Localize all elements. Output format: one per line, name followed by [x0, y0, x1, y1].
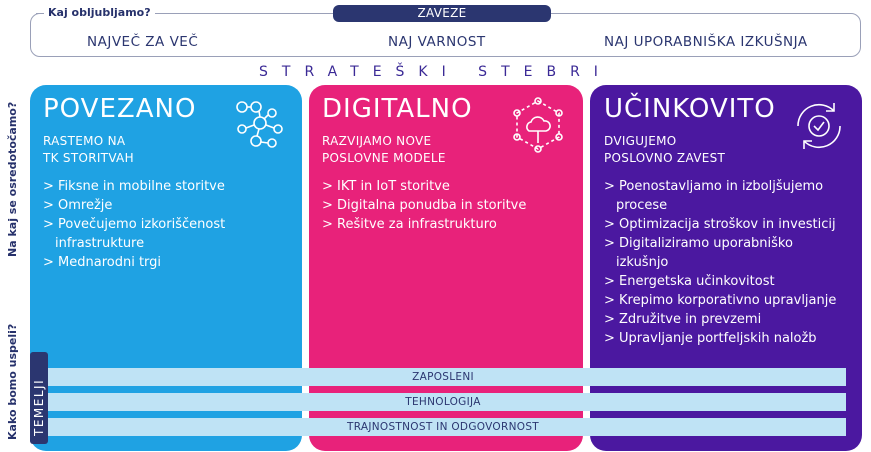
- list-item: procese: [616, 198, 668, 213]
- list-item: > Rešitve za infrastrukturo: [322, 217, 497, 232]
- commitments-question: Kaj obljubljamo?: [44, 6, 155, 19]
- foundations-label: TEMELJI: [32, 378, 46, 436]
- list-item: > Upravljanje portfeljskih naložb: [604, 331, 817, 346]
- list-item: > Združitve in prevzemi: [604, 312, 762, 327]
- list-item: > Povečujemo izkoriščenost: [43, 217, 226, 232]
- pillar-title: UČINKOVITO: [604, 94, 776, 124]
- list-item: > IKT in IoT storitve: [322, 179, 450, 194]
- pillar-items: > IKT in IoT storitve > Digitalna ponudb…: [322, 177, 572, 234]
- cloud-network-icon: [513, 97, 563, 153]
- foundation-band-technology: TEHNOLOGIJA: [40, 393, 846, 411]
- commitments-line: [36, 13, 44, 14]
- commitment-item: NAJ VARNOST: [388, 34, 486, 50]
- foundation-band-sustainability: TRAJNOSTNOST IN ODGOVORNOST: [40, 418, 846, 436]
- pillars-title: STRATEŠKI STEBRI: [259, 64, 612, 80]
- pillar-items: > Fiksne in mobilne storitve > Omrežje >…: [43, 177, 293, 272]
- list-item: infrastrukture: [55, 236, 145, 251]
- pillar-items: > Poenostavljamo in izboljšujemo procese…: [604, 177, 856, 348]
- commitment-item: NAJVEČ ZA VEČ: [87, 34, 199, 50]
- pillar-title: POVEZANO: [43, 94, 197, 124]
- network-nodes-icon: [236, 101, 283, 148]
- side-question-success: Kako bomo uspeli?: [6, 323, 19, 440]
- list-item: > Fiksne in mobilne storitve: [43, 179, 225, 194]
- foundations-tab: TEMELJI: [30, 352, 48, 444]
- list-item: > Digitaliziramo uporabniško: [604, 236, 793, 251]
- foundation-band-employees: ZAPOSLENI: [40, 368, 846, 386]
- list-item: > Energetska učinkovitost: [604, 274, 775, 289]
- side-question-focus: Na kaj se osredotočamo?: [6, 101, 19, 257]
- list-item: izkušnjo: [616, 255, 669, 270]
- list-item: > Digitalna ponudba in storitve: [322, 198, 527, 213]
- list-item: > Mednarodni trgi: [43, 255, 162, 270]
- refresh-check-icon: [797, 103, 841, 149]
- commitment-item: NAJ UPORABNIŠKA IZKUŠNJA: [604, 34, 808, 50]
- list-item: > Optimizacija stroškov in investicij: [604, 217, 836, 232]
- commitments-tag: ZAVEZE: [333, 5, 551, 22]
- list-item: > Poenostavljamo in izboljšujemo: [604, 179, 824, 194]
- list-item: > Krepimo korporativno upravljanje: [604, 293, 837, 308]
- list-item: > Omrežje: [43, 198, 113, 213]
- pillar-title: DIGITALNO: [322, 94, 473, 124]
